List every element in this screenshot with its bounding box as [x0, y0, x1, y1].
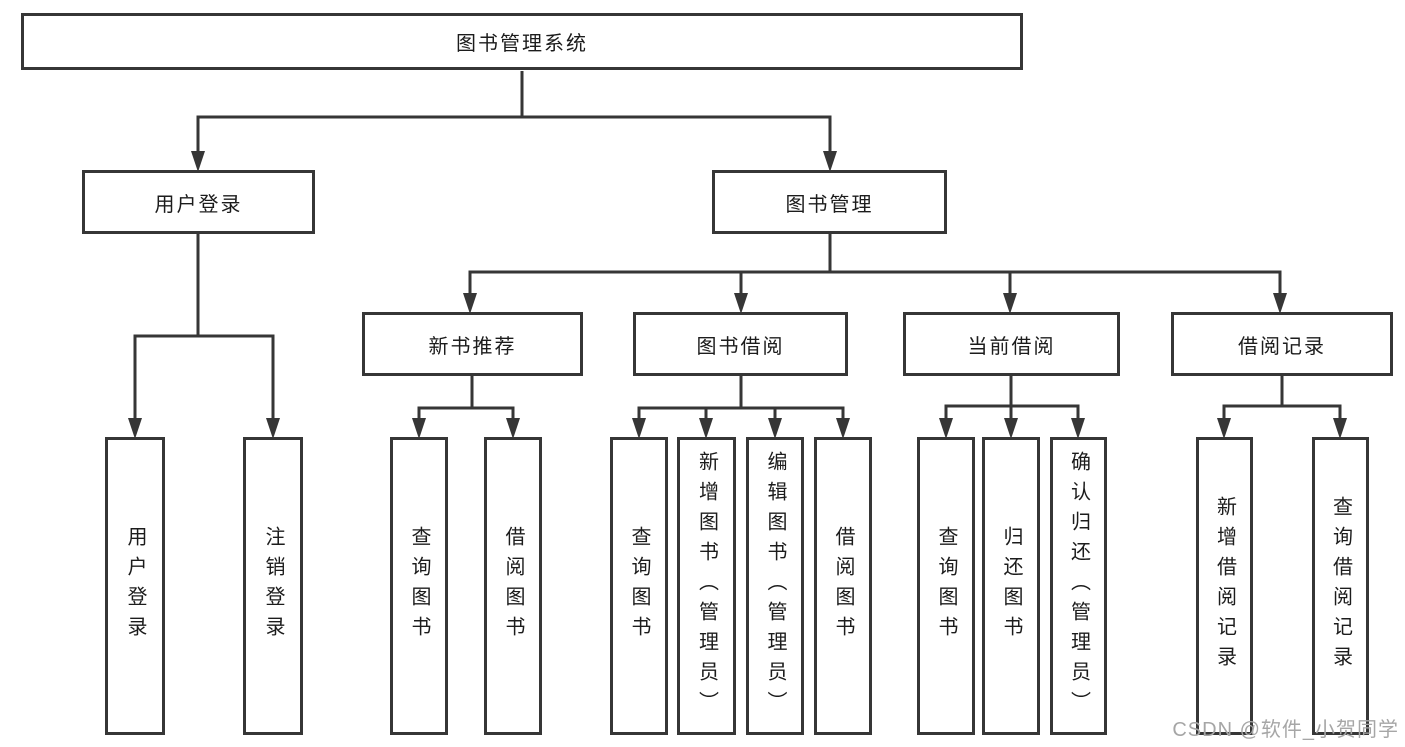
leaf-confirm-return-admin: 确认归还（管理员） — [1050, 437, 1107, 735]
leaf-edit-books-admin: 编辑图书（管理员） — [746, 437, 804, 735]
leaf-add-books-admin: 新增图书（管理员） — [677, 437, 736, 735]
leaf-query-books-borrow: 查询图书 — [610, 437, 668, 735]
leaf-return-books: 归还图书 — [982, 437, 1040, 735]
node-user-login-label: 用户登录 — [154, 193, 243, 216]
leaf-borrow-books-recommend: 借阅图书 — [484, 437, 542, 735]
leaf-logout: 注销登录 — [243, 437, 303, 735]
leaf-query-borrow-record: 查询借阅记录 — [1312, 437, 1369, 735]
node-book-management-label: 图书管理 — [785, 193, 874, 216]
leaf-user-login: 用户登录 — [105, 437, 165, 735]
connector-root-to-level2 — [196, 71, 832, 153]
arrowheads — [128, 151, 1347, 439]
node-root-label: 图书管理系统 — [456, 33, 588, 55]
node-book-borrow: 图书借阅 — [633, 312, 848, 376]
connector-user-login-to-leaves — [133, 233, 275, 420]
connector-borrow-records-to-leaves — [1222, 375, 1342, 420]
csdn-watermark: CSDN @软件_小贺同学 — [1172, 719, 1399, 741]
node-borrow-records-label: 借阅记录 — [1238, 335, 1326, 358]
connector-book-management-to-level3 — [468, 233, 1282, 295]
node-user-login: 用户登录 — [82, 170, 315, 234]
leaf-query-books-current: 查询图书 — [917, 437, 975, 735]
leaf-query-books-recommend: 查询图书 — [390, 437, 448, 735]
node-new-book-recommend-label: 新书推荐 — [428, 335, 517, 358]
node-current-borrow-label: 当前借阅 — [967, 335, 1056, 358]
node-book-borrow-label: 图书借阅 — [696, 335, 785, 358]
connector-new-book-recommend-to-leaves — [417, 375, 515, 420]
node-borrow-records: 借阅记录 — [1171, 312, 1393, 376]
connector-book-borrow-to-leaves — [637, 375, 845, 420]
node-book-management: 图书管理 — [712, 170, 947, 234]
connector-current-borrow-to-leaves — [944, 375, 1080, 420]
node-new-book-recommend: 新书推荐 — [362, 312, 583, 376]
node-current-borrow: 当前借阅 — [903, 312, 1120, 376]
leaf-add-borrow-record: 新增借阅记录 — [1196, 437, 1253, 735]
leaf-borrow-books: 借阅图书 — [814, 437, 872, 735]
node-root-system: 图书管理系统 — [21, 13, 1023, 70]
